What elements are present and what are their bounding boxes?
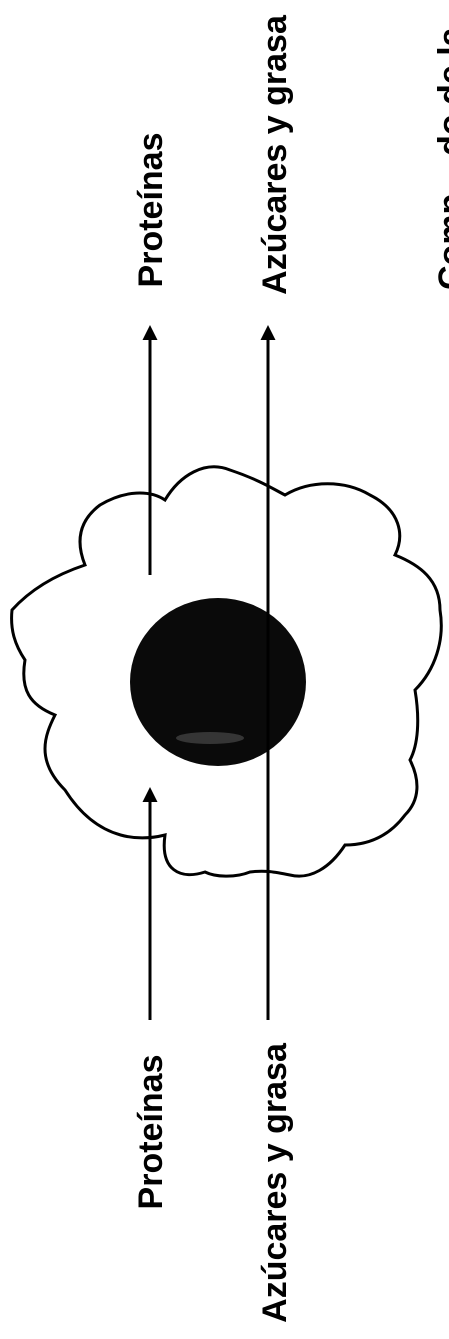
label-sugars-fats-in: Azúcares y grasa <box>256 1042 294 1323</box>
label-proteins-out: Proteínas <box>132 133 170 288</box>
nucleus-highlight <box>176 732 244 744</box>
label-sugars-fats-out: Azúcares y grasa <box>256 14 294 295</box>
label-proteins-in: Proteínas <box>132 1055 170 1210</box>
label-cut-off-right: Comp....do de la <box>432 26 449 290</box>
